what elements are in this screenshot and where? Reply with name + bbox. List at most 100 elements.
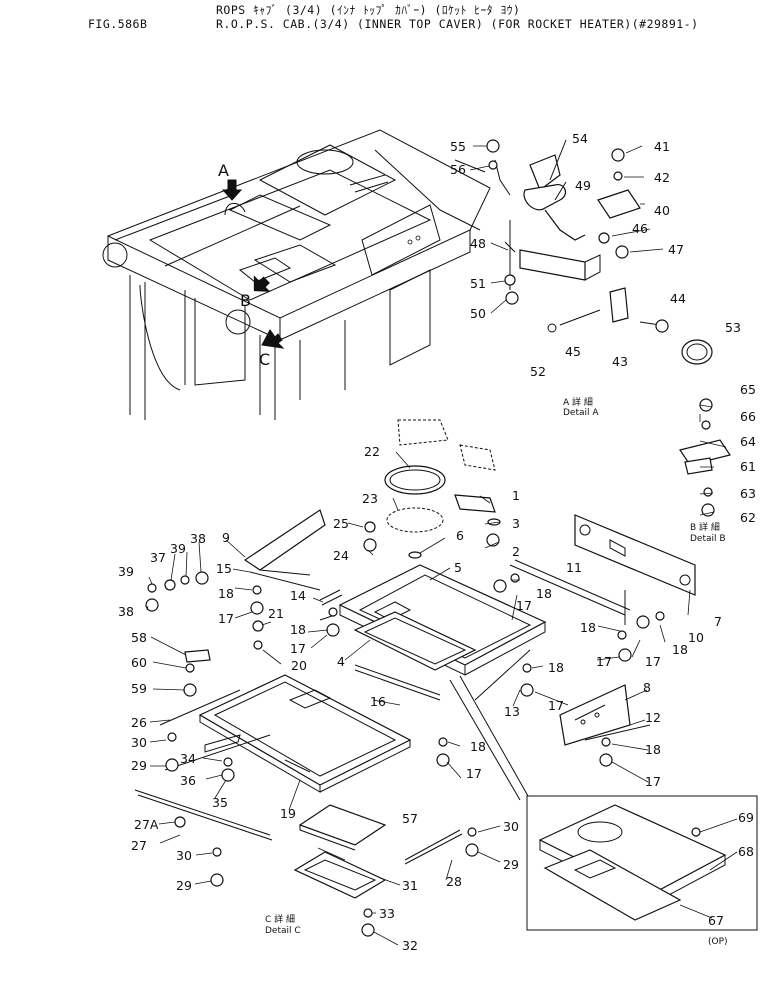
figure-number: FIG.586B [88,17,148,31]
callout-34: 34 [180,751,196,766]
callout-26: 26 [131,715,147,730]
title-japanese: ROPS ｷｬﾌﾞ (3/4) (ｲﾝﾅ ﾄｯﾌﾟ ｶﾊﾞｰ) (ﾛｹｯﾄ ﾋｰ… [216,3,521,17]
callout-39-a: 39 [118,564,134,579]
callout-49: 49 [575,178,591,193]
callout-17-c: 17 [596,654,612,669]
callout-33: 33 [379,906,395,921]
callout-38-a: 38 [190,531,206,546]
callout-62: 62 [740,510,756,525]
callout-56: 56 [450,162,466,177]
callout-3: 3 [512,516,520,531]
callout-18-f: 18 [645,742,661,757]
callout-18-c: 18 [672,642,688,657]
callout-31: 31 [402,878,418,893]
callout-17-g: 17 [218,611,234,626]
callout-57: 57 [402,811,418,826]
callout-labels: 1 2 3 4 5 6 7 8 9 10 11 12 13 14 15 16 1… [118,131,756,953]
detail-a-en: Detail A [563,408,599,418]
center-exploded-parts [134,419,696,899]
callout-55: 55 [450,139,466,154]
view-marker-a: A [218,161,229,180]
callout-24: 24 [333,548,349,563]
callout-66: 66 [740,409,756,424]
leader-lines [146,145,738,946]
cab-overview [102,129,491,420]
callout-35: 35 [212,795,228,810]
detail-b-assembly [679,398,731,517]
view-marker-b: B [240,291,251,310]
callout-18-b: 18 [580,620,596,635]
callout-15: 15 [216,561,232,576]
callout-17-a: 17 [516,598,532,613]
callout-54: 54 [572,131,588,146]
fasteners-right [361,573,665,937]
callout-30-b: 30 [176,848,192,863]
callout-38-b: 38 [118,604,134,619]
callout-58: 58 [131,630,147,645]
callout-17-b: 17 [645,654,661,669]
callout-17-h: 17 [290,641,306,656]
callout-51: 51 [470,276,486,291]
callout-18-d: 18 [548,660,564,675]
callout-19: 19 [280,806,296,821]
view-marker-c: C [259,350,270,369]
callout-5: 5 [454,560,462,575]
callout-7: 7 [714,614,722,629]
callout-18-e: 18 [470,739,486,754]
detail-a-jp: A 詳 細 [563,396,593,408]
callout-8: 8 [643,680,651,695]
callout-18-g: 18 [218,586,234,601]
callout-18-h: 18 [290,622,306,637]
callout-18-a: 18 [536,586,552,601]
callout-16: 16 [370,694,386,709]
callout-10: 10 [688,630,704,645]
title-english: R.O.P.S. CAB.(3/4) (INNER TOP CAVER) (FO… [216,17,699,31]
callout-60: 60 [131,655,147,670]
callout-11: 11 [566,560,582,575]
callout-69: 69 [738,810,754,825]
callout-29-a: 29 [131,758,147,773]
callout-67: 67 [708,913,724,928]
callout-12: 12 [645,710,661,725]
callout-6: 6 [456,528,464,543]
callout-22: 22 [364,444,380,459]
view-arrows: A B C [218,161,285,369]
callout-13: 13 [504,704,520,719]
callout-2: 2 [512,544,520,559]
callout-46: 46 [632,221,648,236]
callout-52: 52 [530,364,546,379]
callout-9: 9 [222,530,230,545]
callout-27a: 27A [134,817,159,832]
detail-captions: A 詳 細 Detail A B 詳 細 Detail B C 詳 細 Deta… [265,396,728,947]
callout-47: 47 [668,242,684,257]
callout-48: 48 [470,236,486,251]
callout-17-d: 17 [548,698,564,713]
option-detail-box [526,795,758,931]
callout-50: 50 [470,306,486,321]
callout-1: 1 [512,488,520,503]
option-label: (OP) [708,937,728,947]
callout-36: 36 [180,773,196,788]
callout-45: 45 [565,344,581,359]
callout-29-b: 29 [176,878,192,893]
callout-25: 25 [333,516,349,531]
callout-21: 21 [268,606,284,621]
callout-29-c: 29 [503,857,519,872]
callout-14: 14 [290,588,306,603]
callout-68: 68 [738,844,754,859]
callout-30-a: 30 [131,735,147,750]
callout-42: 42 [654,170,670,185]
callout-65: 65 [740,382,756,397]
callout-17-f: 17 [645,774,661,789]
detail-a-assembly [374,139,713,365]
callout-53: 53 [725,320,741,335]
callout-43: 43 [612,354,628,369]
callout-17-e: 17 [466,766,482,781]
callout-64: 64 [740,434,756,449]
detail-c-en: Detail C [265,926,301,936]
callout-41: 41 [654,139,670,154]
callout-28: 28 [446,874,462,889]
callout-30-c: 30 [503,819,519,834]
